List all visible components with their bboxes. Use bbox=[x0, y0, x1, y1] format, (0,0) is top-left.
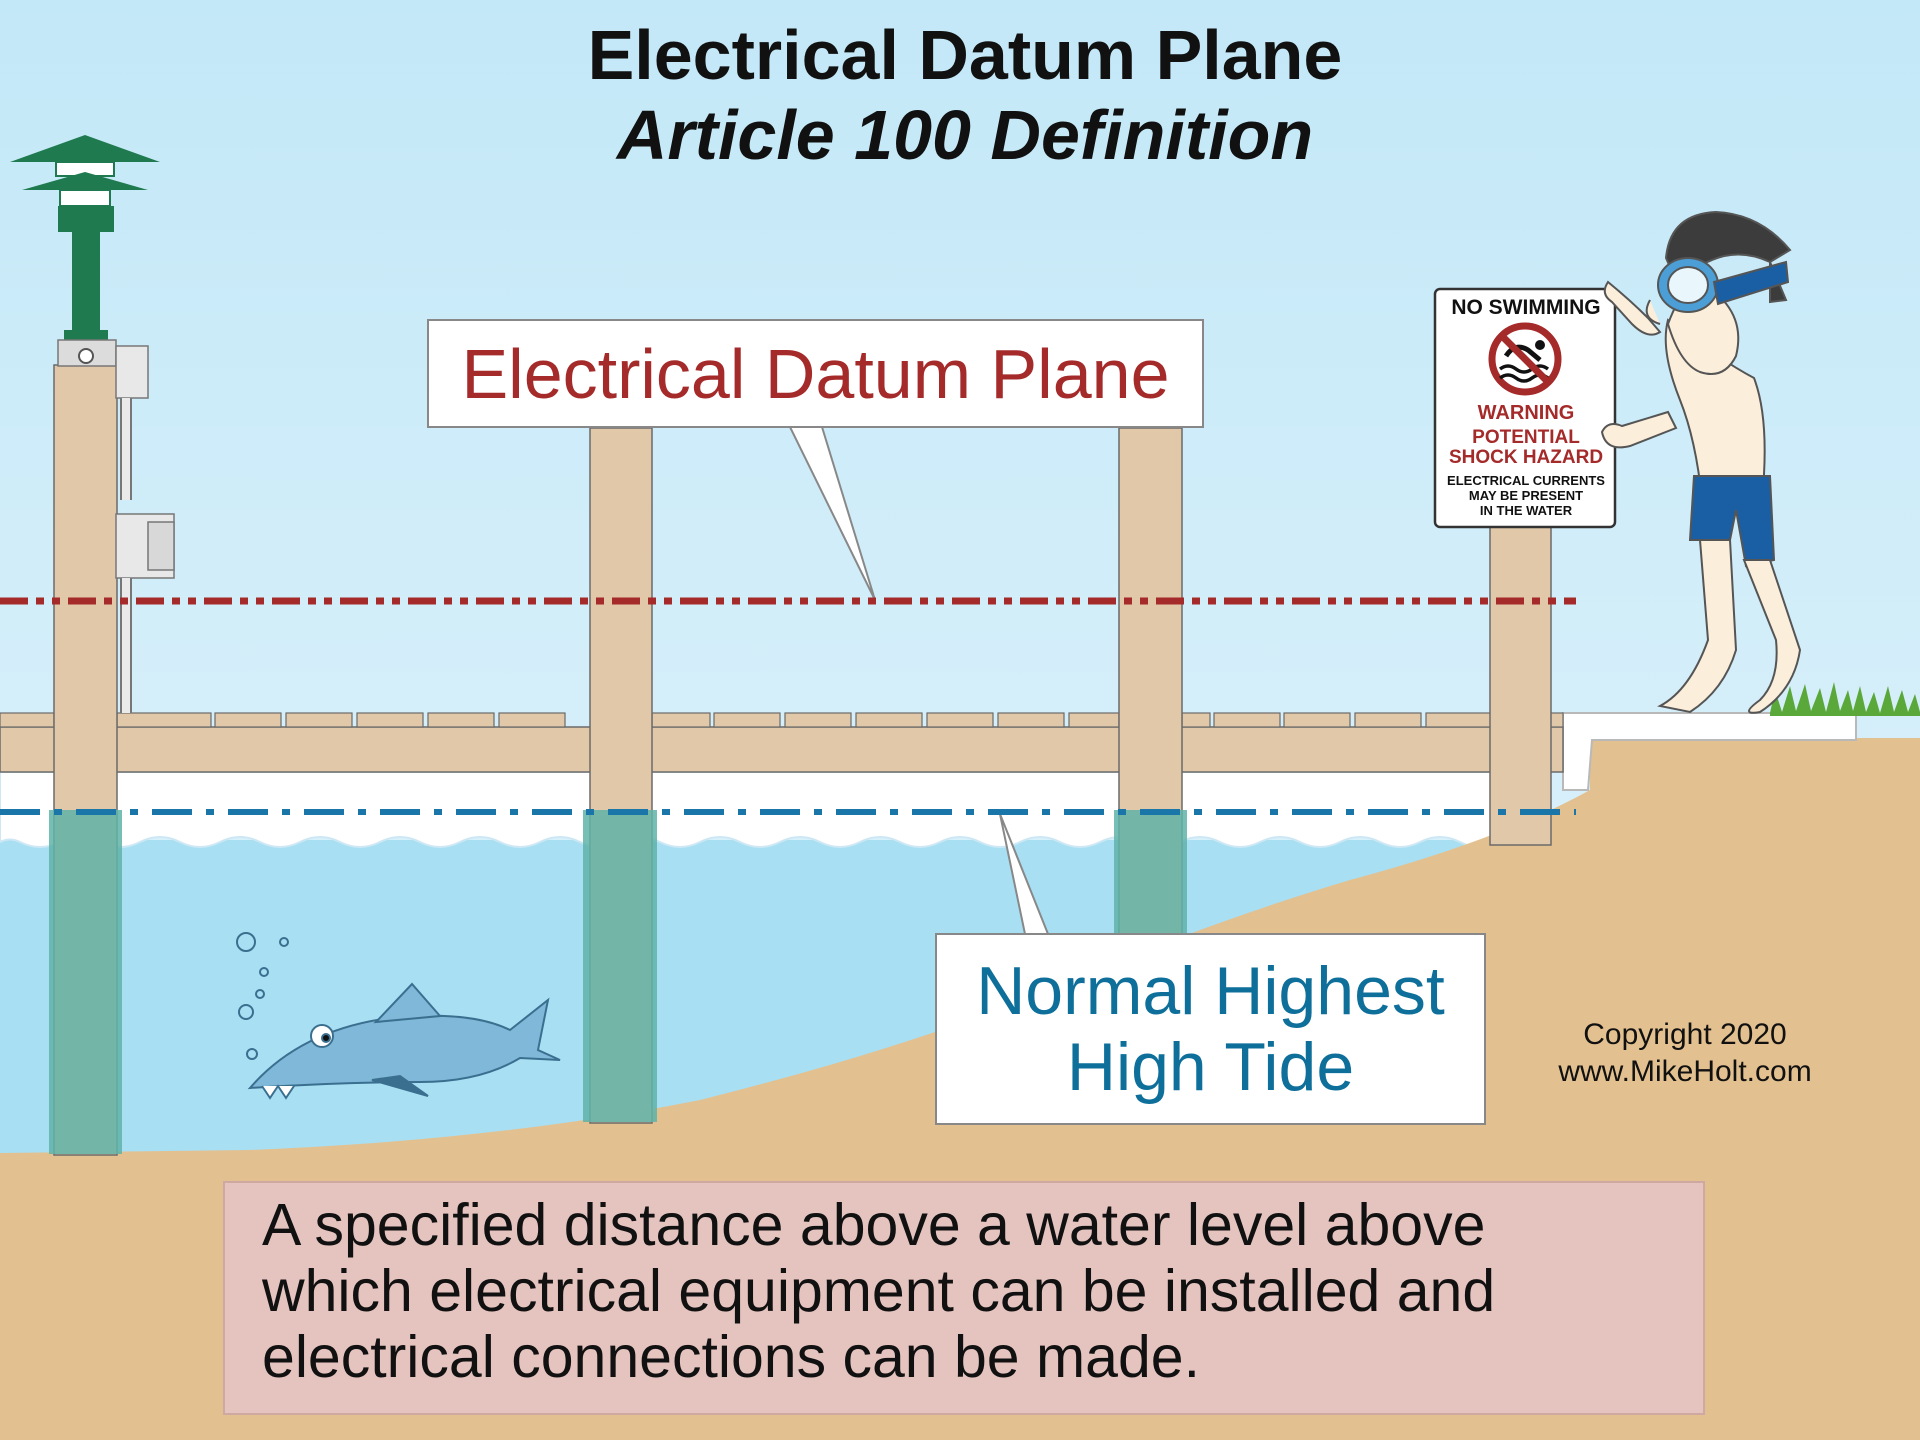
sign-hazard: POTENTIAL SHOCK HAZARD bbox=[1437, 428, 1615, 468]
definition-line2: which electrical equipment can be instal… bbox=[262, 1258, 1496, 1324]
sign-hazard-line2: SHOCK HAZARD bbox=[1448, 447, 1604, 468]
datum-callout-box bbox=[427, 319, 1204, 428]
sign-hazard-line1: POTENTIAL bbox=[1472, 427, 1580, 448]
snorkeler-figure bbox=[1600, 210, 1802, 714]
sign-note-line2: MAY BE PRESENT bbox=[1468, 488, 1584, 503]
page-subtitle: Article 100 Definition bbox=[616, 96, 1314, 174]
definition-text: A specified distance above a water level… bbox=[262, 1192, 1702, 1390]
copyright-notice: Copyright 2020 www.MikeHolt.com bbox=[1530, 1016, 1840, 1090]
piling-sign-post bbox=[1489, 519, 1552, 846]
datum-plane-label: Electrical Datum Plane bbox=[461, 334, 1170, 413]
shark-figure bbox=[236, 932, 561, 1100]
sign-note: ELECTRICAL CURRENTS MAY BE PRESENT IN TH… bbox=[1437, 473, 1615, 518]
high-tide-label-line2: High Tide bbox=[1066, 1029, 1355, 1105]
website-line: www.MikeHolt.com bbox=[1558, 1055, 1812, 1088]
sign-heading: NO SWIMMING bbox=[1451, 296, 1601, 319]
sign-note-line1: ELECTRICAL CURRENTS bbox=[1447, 473, 1605, 488]
sign-note-line3: IN THE WATER bbox=[1479, 503, 1573, 518]
warning-sign bbox=[1433, 287, 1617, 529]
submerged-pilings bbox=[49, 810, 1187, 1154]
grass bbox=[1770, 682, 1920, 716]
tide-callout-box bbox=[935, 933, 1486, 1125]
page-title: Electrical Datum Plane bbox=[587, 16, 1343, 94]
dock-deck bbox=[0, 726, 1564, 773]
copyright-line: Copyright 2020 bbox=[1583, 1018, 1787, 1051]
definition-line1: A specified distance above a water level… bbox=[262, 1192, 1486, 1258]
high-tide-label: Normal Highest High Tide bbox=[936, 934, 1485, 1124]
sign-warning: WARNING bbox=[1477, 402, 1575, 424]
high-tide-label-line1: Normal Highest bbox=[976, 953, 1445, 1029]
definition-line3: electrical connections can be made. bbox=[262, 1324, 1200, 1390]
definition-box bbox=[223, 1181, 1705, 1415]
lamp-post bbox=[10, 135, 160, 367]
